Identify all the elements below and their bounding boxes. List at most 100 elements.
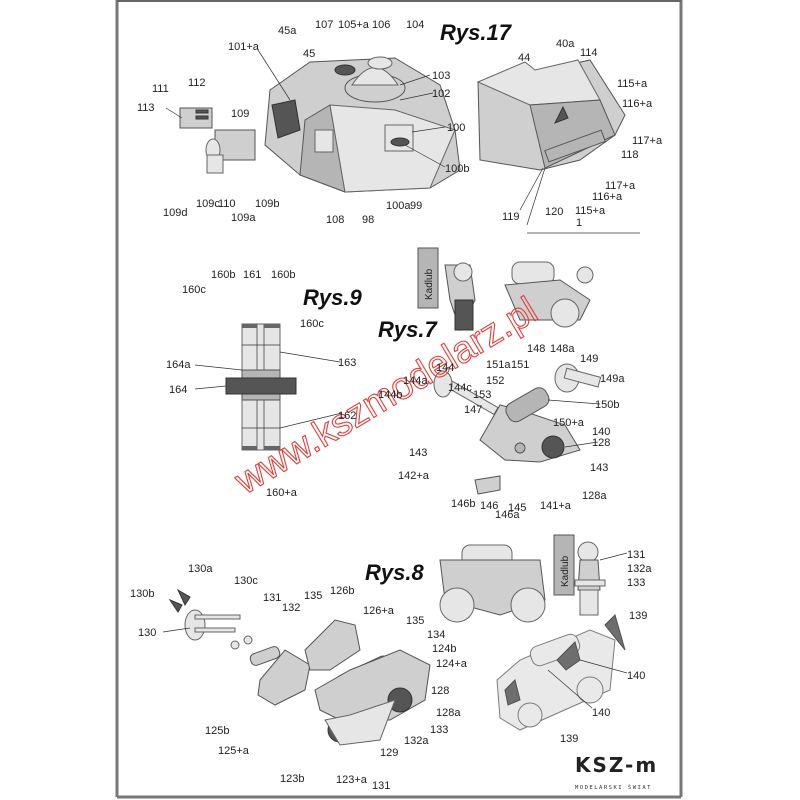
turret-drawing (179, 56, 461, 193)
hull-box-drawing (476, 59, 626, 171)
rys8-part-label: 129 (380, 747, 398, 759)
rys7-part-label: 146a (495, 509, 520, 521)
rys17-part-label: 120 (545, 206, 563, 218)
suspension-side-view-rys7 (504, 261, 594, 328)
rys8-part-label: 123b (280, 773, 304, 785)
rys7-part-label: 146 (480, 500, 498, 512)
rys17-part-label: 109a (231, 212, 256, 224)
rys17-part-label: 102 (432, 88, 450, 100)
rys8-part-label: 131 (372, 780, 390, 792)
rys8-part-label: 133 (627, 577, 645, 589)
rys8-part-label: 130 (138, 627, 156, 639)
rys8-part-label: 140 (627, 670, 645, 682)
leader-lines (162, 49, 640, 709)
rys9-part-label: 164a (166, 359, 191, 371)
rys8-part-label: 125b (205, 725, 229, 737)
rys7-part-label: 140 (592, 426, 610, 438)
rys17-part-label: 45 (303, 48, 315, 60)
rys8-part-label: 135 (304, 590, 322, 602)
rys7-part-label: 151 (511, 359, 529, 371)
rys17-part-label: 116+a (622, 98, 653, 110)
rys7-part-label: 149a (600, 373, 625, 385)
rys8-part-label: 139 (560, 733, 578, 745)
rys17-part-label: 44 (518, 52, 530, 64)
rys8-part-label: 132a (627, 563, 652, 575)
rys8-part-label: 124b (432, 643, 456, 655)
rys7-part-label: 146b (451, 498, 475, 510)
rys8-part-label: 130c (234, 575, 258, 587)
rys17-part-label: 98 (362, 214, 374, 226)
rys17-part-label: 99 (410, 200, 422, 212)
rys7-part-label: 144b (378, 389, 402, 401)
rys17-part-label: 117+a (605, 180, 636, 192)
rys8-part-label: 125+a (218, 745, 250, 757)
rys17-part-label: 115+a (575, 205, 606, 217)
logo-ksz-m: KSZ-m (575, 753, 658, 777)
rys9-part-label: 161 (243, 269, 261, 281)
rys9-part-label: 160b (271, 269, 295, 281)
rys17-part-label: 109b (255, 198, 279, 210)
rys17-part-label: 106 (372, 19, 390, 31)
rys17-part-label: 103 (432, 70, 450, 82)
rys8-part-label: 130b (130, 588, 154, 600)
rys9-part-label: 164 (169, 384, 187, 396)
rys7-part-label: 141+a (540, 500, 572, 512)
bogie-exploded-drawing (168, 588, 431, 746)
rys9-part-label: 160+a (266, 487, 298, 499)
rys17-part-label: 109d (163, 207, 187, 219)
rys17-part-label: 109c (196, 198, 220, 210)
rys7-part-label: 142+a (398, 470, 430, 482)
rys8-part-label: 134 (427, 629, 445, 641)
rys8-part-label: 126b (330, 585, 354, 597)
rys17-part-label: 111 (152, 83, 169, 95)
rys17-part-label: 101+a (228, 41, 260, 53)
rys8-part-label: 131 (627, 549, 645, 561)
rys8-part-label: 132 (282, 602, 300, 614)
rys7-part-label: 149 (580, 353, 598, 365)
rys7-part-label: 128 (592, 437, 610, 449)
rys17-part-label: 100 (447, 122, 465, 134)
suspension-top-view-rys8 (439, 544, 546, 623)
rys7-part-label: 144 (436, 362, 454, 374)
rys7-part-label: 144a (403, 375, 428, 387)
rys8-part-label: 124+a (436, 658, 468, 670)
rys7-part-label: 144c (448, 382, 472, 394)
rys8-part-label: 135 (406, 615, 424, 627)
rys7-part-label: 151a (486, 359, 511, 371)
rys8-part-label: 128 (431, 685, 449, 697)
rys7-part-label: 143 (409, 447, 427, 459)
rys7-part-label: 153 (473, 389, 491, 401)
rys7-part-label: 143 (590, 462, 608, 474)
rys7-part-label: 150b (595, 399, 619, 411)
logo-tagline: MODELARSKI ŚWIAT (575, 784, 652, 791)
rys17-part-label: 116+a (592, 191, 623, 203)
kadlub-label-rys7: Kadlub (424, 268, 435, 300)
rys8-part-label: 128a (436, 707, 461, 719)
rys17-part-label: 100a (386, 200, 411, 212)
rys9-part-label: 160c (182, 284, 206, 296)
rys17-part-label: 112 (188, 77, 206, 89)
rys17-part-label: 118 (621, 149, 639, 161)
wheel-section-drawing (225, 323, 297, 451)
kadlub-detail-rys7 (417, 247, 476, 332)
rys17-part-label: 114 (580, 47, 598, 59)
rys17-part-label: 119 (502, 211, 520, 223)
rys7-part-label: 148a (550, 343, 575, 355)
bogie-assembled-drawing (496, 614, 626, 731)
rys17-part-label: 40a (556, 38, 575, 50)
rys17-part-label: 104 (406, 19, 424, 31)
rys17-part-label: 115+a (617, 78, 648, 90)
rys8-part-label: 126+a (363, 605, 395, 617)
rys17-part-label: 110 (218, 198, 236, 210)
rys9-part-label: 163 (338, 357, 356, 369)
rys8-part-label: 130a (188, 563, 213, 575)
rys7-part-label: 148 (527, 343, 545, 355)
rys7-part-label: 128a (582, 490, 607, 502)
rys17-part-label: 108 (326, 214, 344, 226)
rys17-part-label: 100b (445, 163, 469, 175)
rys7-part-label: 145 (508, 502, 526, 514)
figure-title-rys7: Rys.7 (378, 317, 438, 342)
figure-title-rys9: Rys.9 (303, 285, 362, 310)
